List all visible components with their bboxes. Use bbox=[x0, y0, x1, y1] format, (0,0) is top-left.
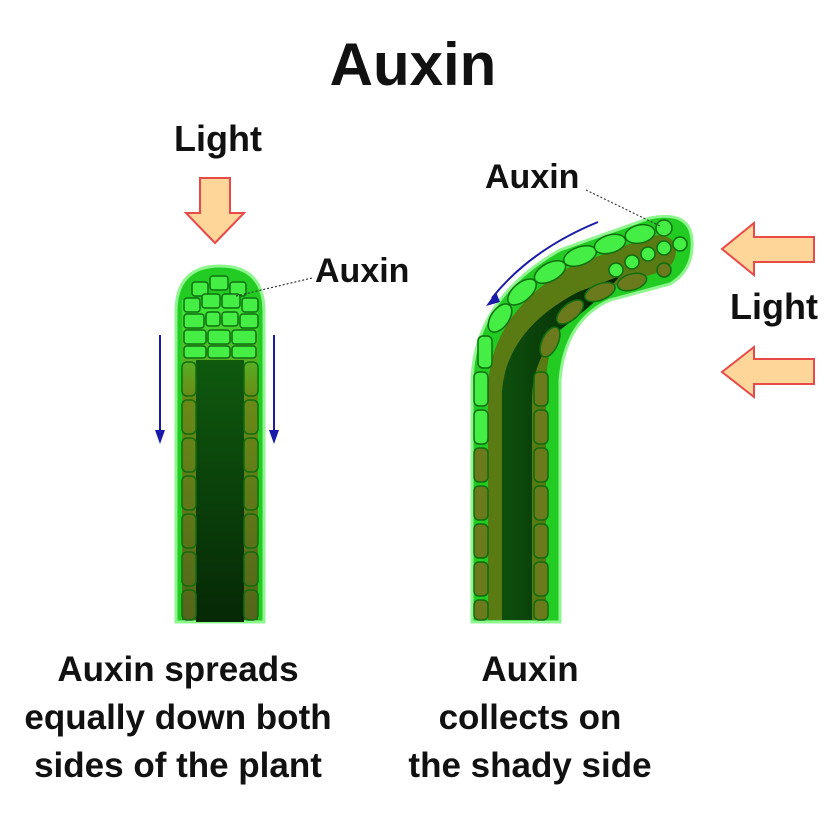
caption-right-line-2: collects on bbox=[438, 698, 622, 737]
light-label-top: Light bbox=[174, 118, 262, 159]
light-arrow-top bbox=[183, 177, 247, 245]
page-title: Auxin bbox=[329, 31, 497, 98]
caption-right-line-3: the shady side bbox=[408, 746, 652, 785]
caption-right: Auxin collects on the shady side bbox=[370, 646, 690, 790]
light-arrow-right-lower bbox=[720, 344, 815, 400]
caption-right-line-1: Auxin bbox=[481, 650, 579, 689]
light-label-right: Light bbox=[730, 286, 818, 327]
caption-left-line-2: equally down both bbox=[24, 698, 332, 737]
caption-left-line-1: Auxin spreads bbox=[57, 650, 299, 689]
flow-arrow-right bbox=[486, 221, 599, 306]
caption-left: Auxin spreads equally down both sides of… bbox=[0, 646, 366, 790]
leader-line-left bbox=[235, 277, 313, 297]
bent-stem bbox=[470, 214, 694, 624]
leader-line-right bbox=[585, 189, 661, 227]
flow-arrow-left-a bbox=[155, 335, 165, 444]
light-arrow-right-upper bbox=[720, 220, 815, 278]
caption-left-line-3: sides of the plant bbox=[34, 746, 322, 785]
auxin-label-left: Auxin bbox=[315, 252, 410, 290]
straight-stem bbox=[174, 264, 266, 624]
auxin-label-right: Auxin bbox=[485, 158, 580, 196]
flow-arrow-left-b bbox=[269, 335, 279, 444]
